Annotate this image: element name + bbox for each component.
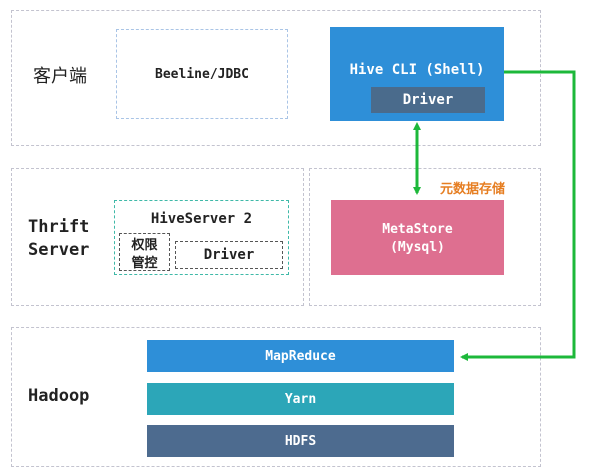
client-label: 客户端	[33, 66, 87, 87]
thrift-label-line2: Server	[28, 240, 90, 260]
metastore-label-line2: (Mysql)	[390, 239, 445, 255]
yarn-box: Yarn	[147, 383, 454, 415]
hadoop-label: Hadoop	[28, 386, 90, 406]
hive-cli-driver: Driver	[371, 87, 485, 113]
thrift-label-line1: Thrift	[28, 217, 90, 237]
mapreduce-box: MapReduce	[147, 340, 454, 372]
thrift-region	[11, 168, 304, 306]
thrift-driver-box: Driver	[175, 241, 283, 269]
hdfs-box: HDFS	[147, 425, 454, 457]
auth-control-box	[119, 233, 170, 271]
hiveserver2-box	[114, 200, 289, 275]
hiveserver2-label: HiveServer 2	[150, 211, 253, 227]
auth-control-line1: 权限	[131, 237, 158, 253]
beeline-jdbc-box: Beeline/JDBC	[116, 29, 288, 119]
metadata-label: 元数据存储	[440, 182, 506, 197]
metastore-label-line1: MetaStore	[382, 221, 453, 237]
hadoop-region	[11, 327, 541, 467]
auth-control-line2: 管控	[131, 255, 158, 271]
hive-cli-label: Hive CLI (Shell)	[349, 62, 485, 78]
